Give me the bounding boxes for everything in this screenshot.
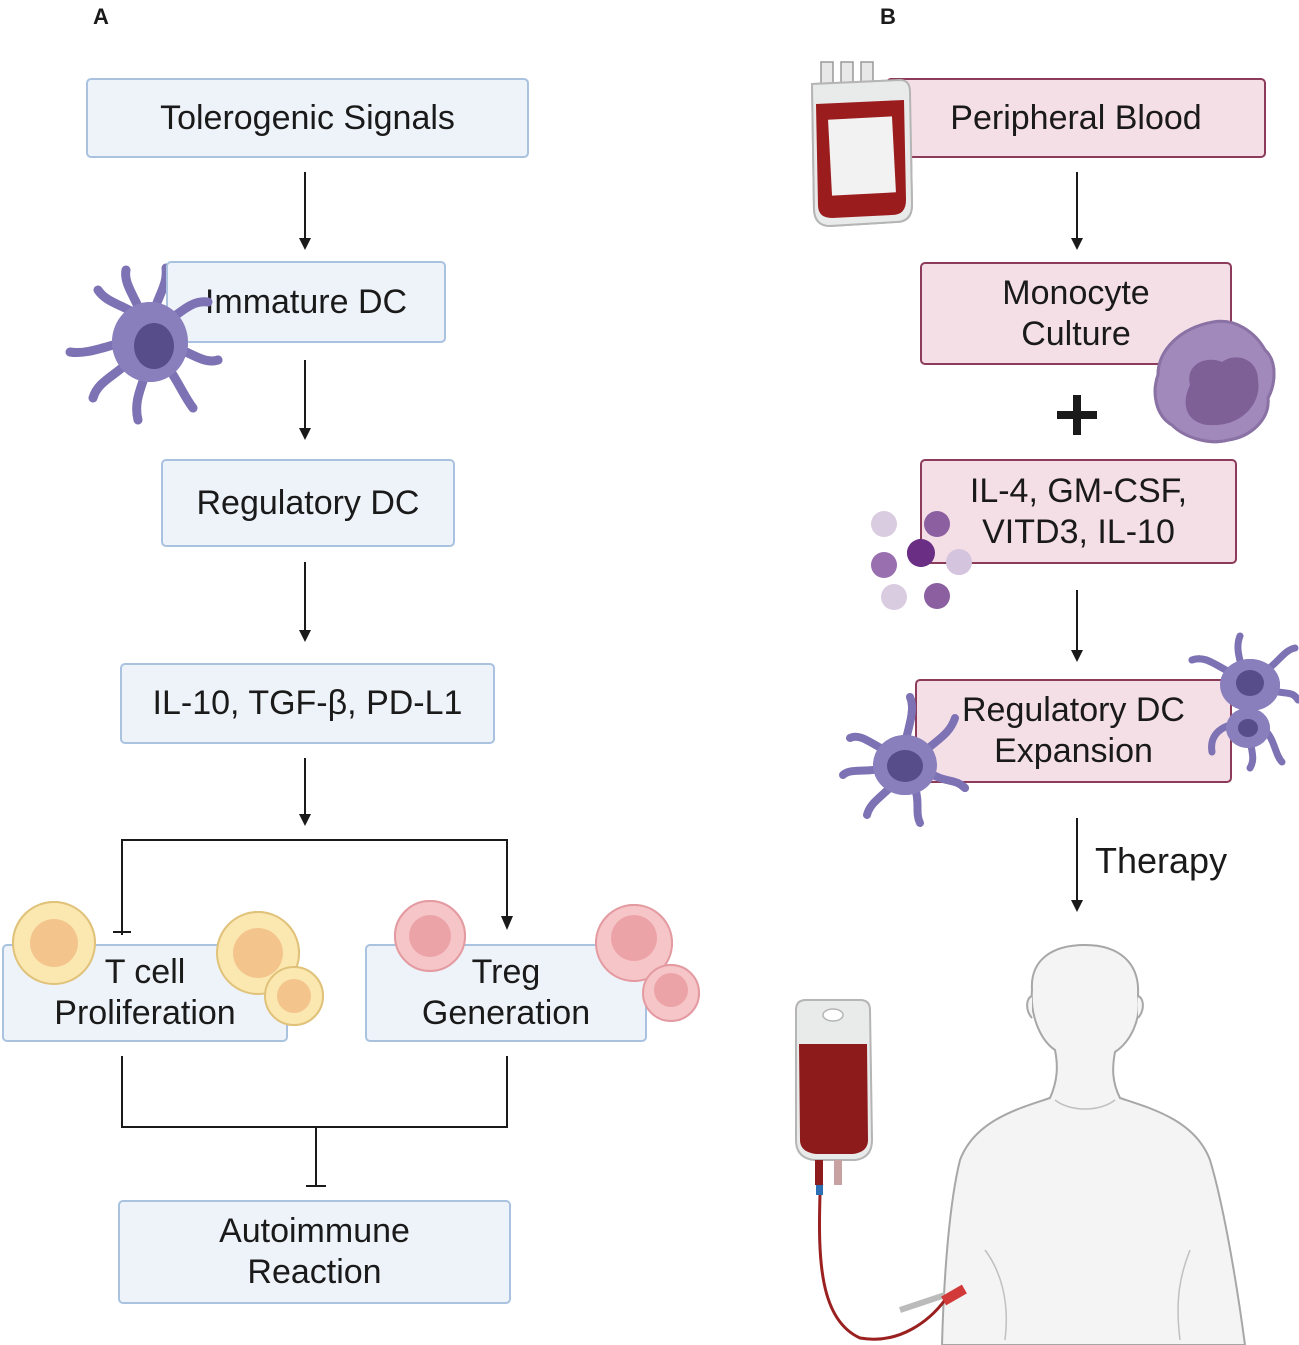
peripheral-blood-label: Peripheral Blood bbox=[950, 98, 1202, 137]
arrowhead-treg bbox=[501, 916, 513, 930]
iv-bag-icon bbox=[795, 999, 967, 1341]
merge-connector bbox=[121, 1056, 508, 1128]
immature-dc-label: Immature DC bbox=[204, 282, 408, 321]
cytokines-label-line2: VITD3, IL-10 bbox=[982, 512, 1175, 551]
autoimmune-label-line1: Autoimmune bbox=[219, 1212, 410, 1250]
therapy-label: Therapy bbox=[1095, 840, 1228, 881]
branch-connector bbox=[121, 839, 508, 935]
patient-figure-details bbox=[984, 1099, 1191, 1341]
regulatory-dc-expansion-box: Regulatory DC Expansion bbox=[915, 679, 1232, 783]
monocyte-culture-box: Monocyte Culture bbox=[920, 262, 1232, 365]
mediators-box: IL-10, TGF-β, PD-L1 bbox=[120, 663, 495, 744]
tcell-label-line2: Proliferation bbox=[54, 994, 236, 1032]
tcell-proliferation-box: T cell Proliferation bbox=[2, 944, 288, 1042]
tolerogenic-signals-box: Tolerogenic Signals bbox=[86, 78, 529, 158]
tolerogenic-signals-label: Tolerogenic Signals bbox=[160, 98, 455, 137]
treg-generation-box: Treg Generation bbox=[365, 944, 647, 1042]
patient-figure-icon bbox=[940, 943, 1247, 1345]
regulatory-dc-box: Regulatory DC bbox=[161, 459, 455, 547]
immature-dc-box: Immature DC bbox=[166, 261, 446, 343]
monocyte-label-line2: Culture bbox=[1021, 314, 1131, 353]
treg-label-line1: Treg bbox=[471, 953, 541, 991]
panel-a-arrows bbox=[113, 172, 508, 1187]
autoimmune-reaction-box: Autoimmune Reaction bbox=[118, 1200, 511, 1304]
plus-icon bbox=[1057, 395, 1097, 435]
cytokines-label-line1: IL-4, GM-CSF, bbox=[969, 471, 1188, 510]
treg-label-line2: Generation bbox=[421, 994, 591, 1032]
expansion-label-line1: Regulatory DC bbox=[962, 691, 1185, 729]
mediators-label: IL-10, TGF-β, PD-L1 bbox=[152, 684, 463, 722]
peripheral-blood-box: Peripheral Blood bbox=[886, 78, 1266, 158]
autoimmune-label-line2: Reaction bbox=[247, 1253, 382, 1291]
panel-label-b: B bbox=[880, 4, 896, 29]
monocyte-label-line1: Monocyte bbox=[1002, 273, 1150, 312]
regulatory-dc-label: Regulatory DC bbox=[196, 483, 420, 522]
cytokines-box: IL-4, GM-CSF, VITD3, IL-10 bbox=[920, 459, 1237, 564]
panel-label-a: A bbox=[93, 4, 109, 29]
expansion-label-line2: Expansion bbox=[994, 732, 1153, 770]
tcell-label-line1: T cell bbox=[104, 953, 186, 991]
